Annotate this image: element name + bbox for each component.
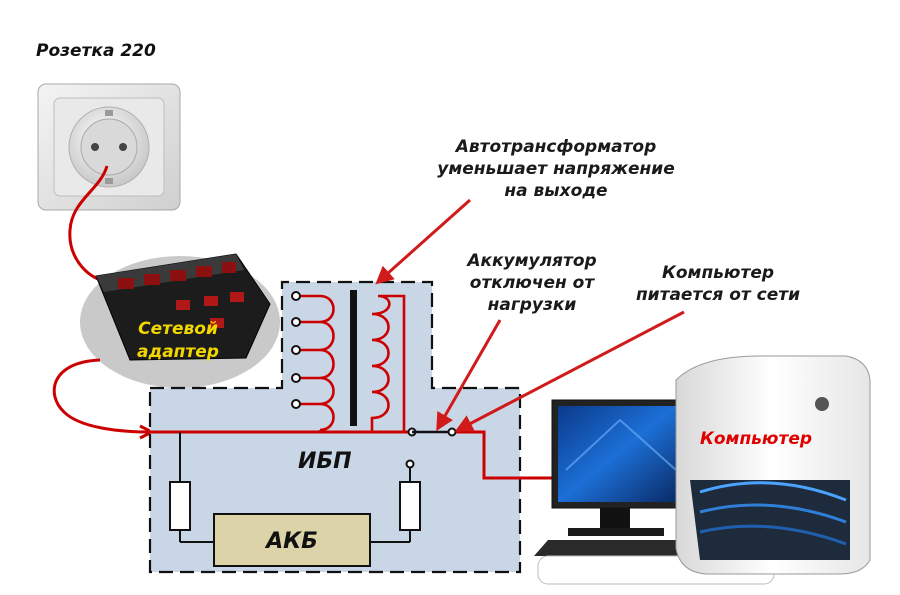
battery-disconnect-contact <box>405 459 415 469</box>
adapter-label-line2: адаптер <box>137 342 219 362</box>
computer-note-line2: питается от сети <box>636 285 800 305</box>
transformer-primary-winding <box>300 294 335 432</box>
adapter-label-line1: Сетевой <box>138 319 218 339</box>
battery-box <box>213 513 371 567</box>
power-strip-image <box>80 253 280 388</box>
battery-circuit <box>179 432 411 543</box>
transformer-taps <box>291 291 301 409</box>
wall-socket-image <box>37 83 181 211</box>
computer-note-line1: Компьютер <box>662 263 774 283</box>
socket-cable <box>68 165 109 284</box>
adapter-cable <box>52 358 151 434</box>
transformer-secondary-winding <box>370 294 406 432</box>
battery-note-line2: отключен от <box>470 273 596 293</box>
autotransformer-note-line1: Автотрансформатор <box>454 137 657 157</box>
battery-label: АКБ <box>264 529 318 554</box>
resistor-right <box>399 481 421 531</box>
autotransformer-note-line2: уменьшает напряжение <box>437 159 675 179</box>
ups-label: ИБП <box>298 449 352 474</box>
battery-note-line1: Аккумулятор <box>465 251 596 271</box>
resistor-left <box>169 481 191 531</box>
autotransformer-pointer <box>375 198 471 285</box>
ups-enclosure <box>148 280 522 574</box>
computer-label: Компьютер <box>700 429 812 449</box>
autotransformer-note-line3: на выходе <box>504 181 607 201</box>
transformer-core <box>350 290 357 426</box>
socket-title: Розетка 220 <box>36 41 156 61</box>
ups-switch <box>407 427 457 437</box>
battery-note-pointer <box>436 319 502 432</box>
computer-image <box>534 355 871 585</box>
battery-note-line3: нагрузки <box>488 295 577 315</box>
computer-note-pointer <box>454 310 685 432</box>
